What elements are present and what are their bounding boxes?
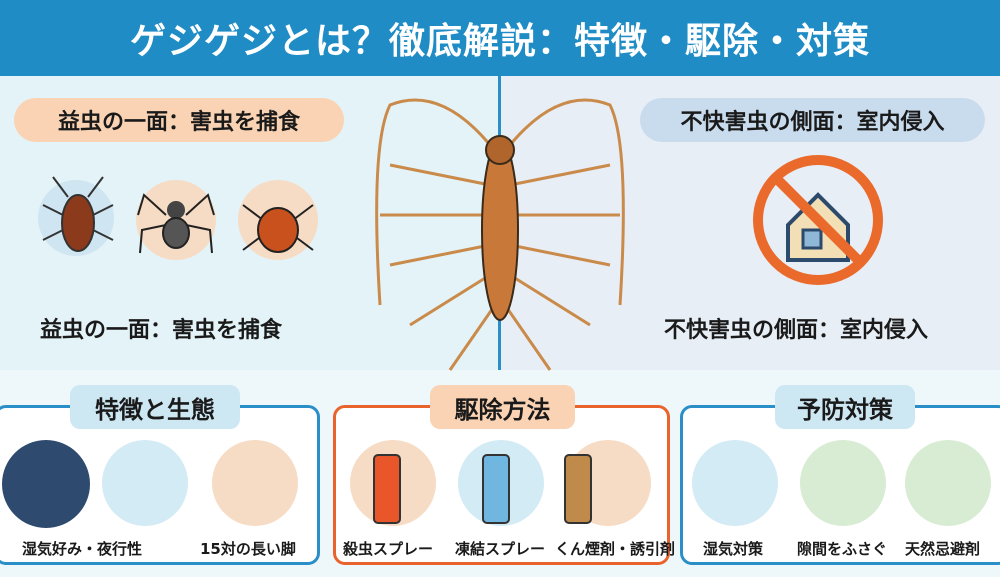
item-label: 湿気対策 <box>703 540 764 558</box>
features-title: 特徴と生態 <box>70 385 240 429</box>
item-label: 15対の長い脚 <box>200 540 296 558</box>
magnifier-icon <box>212 440 298 526</box>
beneficial-caption: 益虫の一面：害虫を捕食 <box>40 318 283 343</box>
no-house-icon <box>753 155 883 285</box>
nuisance-caption: 不快害虫の側面：室内侵入 <box>664 318 929 343</box>
nuisance-pill: 不快害虫の側面：室内侵入 <box>640 98 985 142</box>
moon-water-icon <box>2 440 90 528</box>
cockroach-icon <box>42 176 114 252</box>
item-label: 隙間をふさぐ <box>797 540 888 558</box>
item-label: 湿気好み・夜行性 <box>22 540 143 558</box>
prevention-title: 予防対策 <box>775 385 915 429</box>
item-label: 天然忌避剤 <box>905 540 981 558</box>
beneficial-pill: 益虫の一面：害虫を捕食 <box>14 98 344 142</box>
bathtub-icon <box>102 440 188 526</box>
spider-icon <box>137 193 215 254</box>
removal-title: 駆除方法 <box>430 385 575 429</box>
item-label: くん煙剤・誘引剤 <box>555 540 676 558</box>
herb-oil-icon <box>905 440 991 526</box>
caulk-gun-icon <box>800 440 886 526</box>
item-label: 凍結スプレー <box>455 540 546 558</box>
tick-icon <box>242 204 314 253</box>
centipede-illustration <box>375 98 625 371</box>
fan-window-icon <box>692 440 778 526</box>
item-label: 殺虫スプレー <box>343 540 434 558</box>
spray-cans <box>373 454 592 524</box>
page-title: ゲジゲジとは？徹底解説：特徴・駆除・対策 <box>0 0 1000 76</box>
